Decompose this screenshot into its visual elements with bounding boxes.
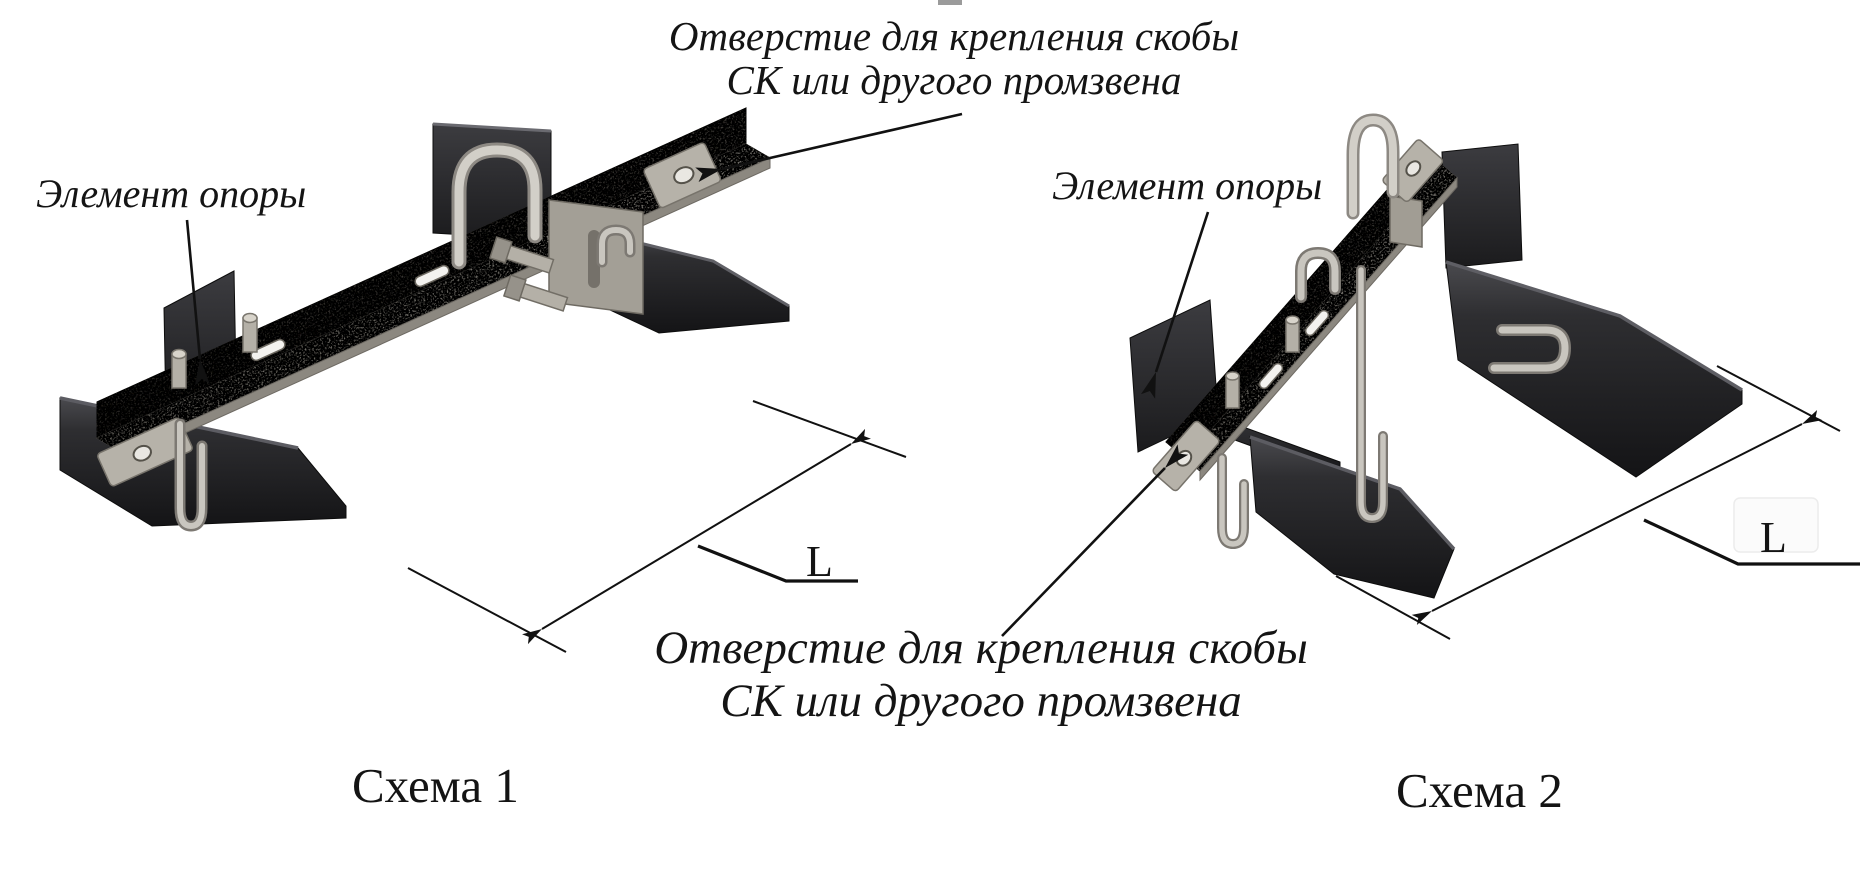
annotation-line: Отверстие для крепления скобы [668, 13, 1240, 59]
hole-annotation-top: Отверстие для крепления скобы СК или дру… [669, 14, 1239, 103]
rail-stud [1285, 315, 1300, 353]
hanging-u-rod-long [1356, 265, 1388, 524]
support-element-label-scheme2: Элемент опоры [1052, 163, 1323, 208]
dimension-label-leader [1643, 518, 1860, 566]
scheme2-illustration [1001, 113, 1860, 640]
support-element-label-scheme1: Элемент опоры [36, 171, 307, 216]
dimension-line [522, 428, 871, 645]
u-bolt-side [1488, 324, 1572, 374]
extension-line [1335, 575, 1451, 640]
annotation-line: Отверстие для крепления скобы [654, 622, 1308, 674]
dimension-l-scheme2 [1335, 365, 1860, 640]
rail-stud [242, 312, 258, 353]
u-bolt-top [451, 142, 543, 270]
plate-edge-highlight [432, 122, 552, 133]
annotation-line: СК или другого промзвена [726, 57, 1182, 104]
fastening-hole [673, 166, 695, 185]
fastening-hole [132, 444, 152, 462]
extension-line [407, 567, 567, 653]
u-bolt-small [596, 224, 636, 268]
hanging-u-rod [1217, 453, 1249, 550]
cropped-edge-fragment [938, 0, 962, 5]
rail-slot [414, 264, 450, 288]
hanging-u-rod [174, 418, 208, 532]
rail-stud [171, 348, 187, 389]
dimension-l-scheme1 [407, 400, 907, 653]
hole-leader-arrow [1001, 444, 1189, 637]
flange-edge-highlight [1445, 260, 1743, 392]
scheme1-illustration [59, 107, 963, 653]
fastening-hole [1405, 160, 1422, 177]
rail-slot [1304, 309, 1330, 337]
hole-leader-arrow [695, 112, 963, 182]
annotation-line: СК или другого промзвена [720, 675, 1242, 728]
rail-slot [1258, 362, 1284, 390]
dimension-line [1411, 409, 1823, 626]
extension-line [752, 400, 907, 458]
rail-slot [250, 338, 286, 362]
dimension-label-scheme2: L [1760, 513, 1787, 562]
dimension-label-scheme1: L [806, 537, 833, 586]
rail-end-plate-bottom-left [97, 417, 193, 487]
support-plate-rear-right [1441, 143, 1523, 269]
caption-scheme1: Схема 1 [352, 758, 519, 813]
dimension-label-leader [697, 544, 858, 583]
support-leader-arrow [1140, 211, 1210, 399]
caption-scheme2: Схема 2 [1396, 763, 1563, 818]
clamp-plate-small [1389, 195, 1423, 248]
rail-stud [1225, 371, 1240, 409]
u-bolt-top [1346, 113, 1400, 220]
rail-end-plate-top-right [643, 142, 722, 209]
u-bolt-mid [1295, 246, 1341, 303]
support-leader-arrow [185, 219, 210, 386]
hole-annotation-bottom: Отверстие для крепления скобы СК или дру… [654, 622, 1308, 728]
